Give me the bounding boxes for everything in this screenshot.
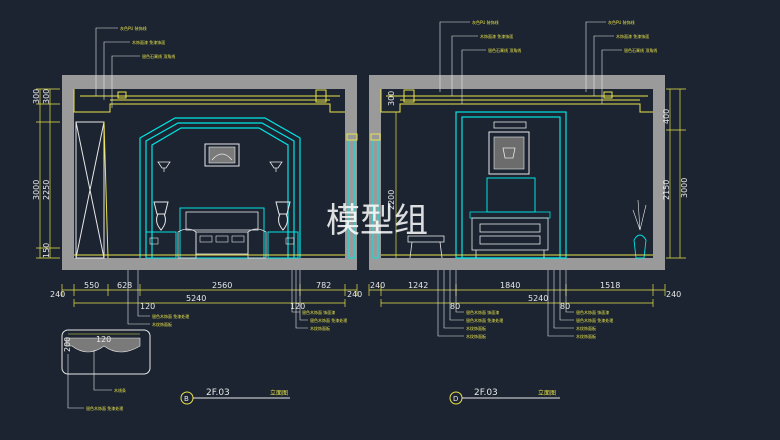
dim-d-w-4: 1518 (600, 281, 620, 290)
column-b (346, 133, 358, 259)
dim-b-h-4: 2250 (42, 180, 51, 200)
title-b-text: 2F.03 (206, 388, 230, 398)
wall-left-b (62, 75, 74, 270)
title-b-note: 立面图 (270, 389, 288, 397)
leaders-bottom-b (127, 270, 308, 329)
height-dims-b (36, 88, 60, 259)
dim-d-h-2: 2200 (387, 190, 396, 210)
door-b (75, 121, 109, 259)
title-d-note: 立面图 (538, 389, 556, 397)
elevation-d (368, 21, 686, 337)
note-b-bot-2: 木纹饰面板 (152, 321, 172, 327)
detail-dim-top: 120 (96, 335, 111, 344)
dim-d-sub-2: 80 (560, 302, 570, 311)
bottom-dims-b (61, 284, 358, 307)
dim-b-w-2: 550 (84, 281, 99, 290)
title-d-letter: D (453, 395, 458, 403)
mirror-d (486, 121, 536, 213)
note-d-bot-6: 银色木饰面 免漆处理 (576, 317, 613, 323)
note-d-top-2: 木饰面漆 免漆饰面 (480, 33, 513, 39)
note-d-top-6: 银色石膏线 顶角线 (624, 47, 657, 53)
title-d-text: 2F.03 (474, 388, 498, 398)
leaders-bottom-d (437, 270, 574, 337)
dim-b-total: 5240 (186, 294, 206, 303)
note-d-bot-1: 银色木饰面 饰面漆 (466, 309, 499, 315)
dresser-d (469, 211, 551, 258)
note-b-bot-5: 木纹饰面板 (310, 325, 330, 331)
detail-note-2: 银色木饰面 免漆处理 (86, 405, 123, 411)
dim-b-sub-1: 120 (140, 302, 155, 311)
dim-d-h-3: 400 (662, 109, 671, 124)
column-d (370, 133, 381, 259)
dim-d-h-4: 2150 (662, 180, 671, 200)
detail-dim-side: 200 (63, 337, 72, 352)
note-d-bot-5: 银色木饰面 饰面漆 (576, 309, 609, 315)
note-b-top-2: 木饰面漆 免漆饰面 (132, 39, 165, 45)
wall-art-b (204, 143, 240, 167)
note-b-bot-3: 银色木饰面 饰面漆 (302, 309, 335, 315)
note-b-top-3: 银色石膏线 顶角线 (142, 53, 175, 59)
note-b-top-1: 灰色PU 装饰线 (120, 25, 147, 31)
headboard-arch (139, 117, 301, 258)
sconce-right-b (269, 161, 283, 172)
dim-d-sub-1: 80 (450, 302, 460, 311)
note-d-top-5: 木饰面漆 免漆饰面 (616, 33, 649, 39)
title-b-letter: B (184, 395, 189, 403)
leaders-top-b (95, 27, 140, 108)
note-d-bot-4: 木纹饰面板 (466, 333, 486, 339)
wall-right-b (345, 75, 357, 270)
leaders-top-d (439, 21, 622, 104)
note-d-top-4: 灰色PU 装饰线 (608, 19, 635, 25)
note-b-bot-4: 银色木饰面 免漆处理 (310, 317, 347, 323)
dim-d-h-1: 300 (387, 91, 396, 106)
wall-recess-d (455, 111, 567, 259)
ceiling-slab-left (62, 75, 357, 89)
note-d-top-3: 银色石膏线 顶角线 (488, 47, 521, 53)
dim-b-w-1: 240 (50, 290, 65, 299)
wall-right-d (653, 75, 665, 270)
floor-slab-left (62, 258, 357, 270)
dim-d-total: 5240 (528, 294, 548, 303)
dim-d-h-5: 3000 (680, 178, 689, 198)
dim-b-h-5: 150 (42, 243, 51, 258)
note-d-bot-2: 银色木饰面 免漆处理 (466, 317, 503, 323)
detail-note-1: 木线条 (114, 387, 126, 393)
dim-b-h-2: 300 (42, 89, 51, 104)
nightstand-right-b (267, 201, 299, 259)
vase-d (632, 199, 647, 259)
note-d-top-1: 灰色PU 装饰线 (472, 19, 499, 25)
dim-d-w-3: 1840 (500, 281, 520, 290)
molding-detail (61, 329, 151, 409)
dim-b-w-6: 240 (347, 290, 362, 299)
dim-b-h-1: 300 (32, 89, 41, 104)
dim-d-w-5: 240 (666, 290, 681, 299)
note-d-bot-3: 木纹饰面板 (466, 325, 486, 331)
dim-b-w-4: 2560 (212, 281, 232, 290)
height-dims-d (395, 88, 686, 259)
ceiling-molding-b (73, 89, 345, 113)
ceiling-slab-right (369, 75, 665, 89)
watermark: 模型组 (326, 201, 428, 241)
title-marker-b (180, 391, 290, 405)
note-d-bot-7: 木纹饰面板 (576, 325, 596, 331)
bed-b (177, 207, 267, 259)
dim-d-w-1: 240 (370, 281, 385, 290)
nightstand-left-b (145, 201, 177, 259)
dim-b-h-3: 3000 (32, 180, 41, 200)
title-marker-d (449, 391, 560, 405)
dim-b-sub-2: 120 (290, 302, 305, 311)
note-d-bot-8: 木纹饰面板 (576, 333, 596, 339)
elevation-b (36, 27, 358, 329)
floor-slab-right (369, 258, 665, 270)
sconce-left-b (157, 161, 171, 172)
ceiling-molding-d (380, 89, 653, 113)
dim-b-w-5: 782 (316, 281, 331, 290)
dim-d-w-2: 1242 (408, 281, 428, 290)
dim-b-w-3: 628 (117, 281, 132, 290)
note-b-bot-1: 银色木饰面 免漆处理 (152, 313, 189, 319)
